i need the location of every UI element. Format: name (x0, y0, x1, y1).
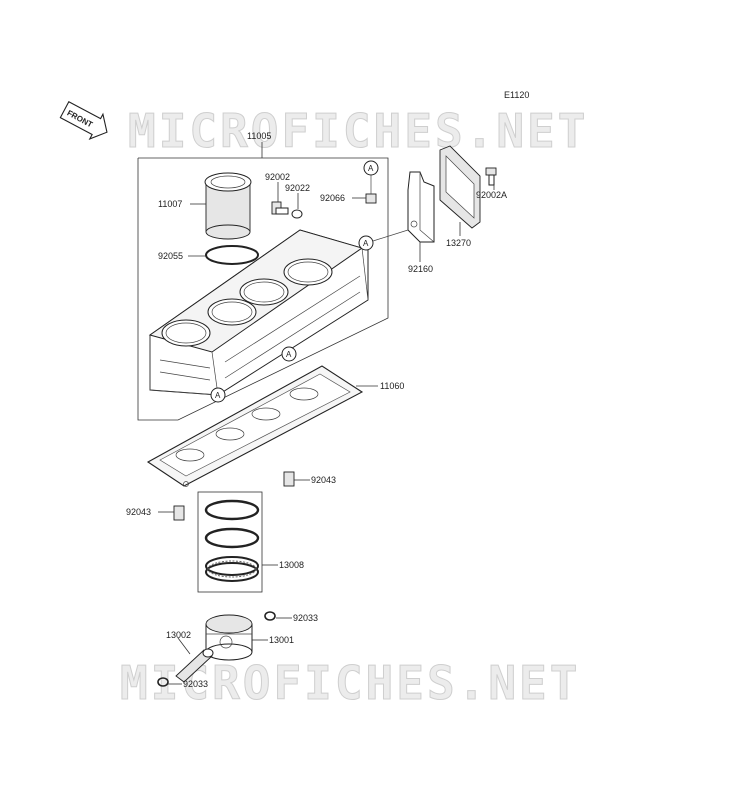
label-92022: 92022 (285, 183, 310, 193)
leader-13002 (177, 637, 191, 655)
o-ring (205, 245, 259, 265)
second-ring (204, 527, 260, 549)
cover-plate (439, 145, 481, 229)
base-gasket (146, 365, 364, 487)
washer (291, 209, 303, 219)
cylinder-block (148, 229, 369, 396)
label-13001: 13001 (269, 635, 294, 645)
bolt (271, 201, 289, 215)
label-92033-1: 92033 (293, 613, 318, 623)
dowel-pin-2 (173, 505, 185, 521)
top-ring (204, 499, 260, 521)
ref-marker-a-1-label: A (368, 164, 374, 173)
label-92160: 92160 (408, 264, 433, 274)
label-92002A: 92002A (476, 190, 507, 200)
diagram-code: E1120 (504, 90, 529, 100)
assembly-frame (137, 157, 389, 421)
label-11060: 11060 (380, 381, 404, 391)
label-92043-1: 92043 (311, 475, 336, 485)
dowel-pin-1 (283, 471, 295, 487)
label-92002: 92002 (265, 172, 290, 182)
watermark-top: MICROFICHES.NET (127, 104, 589, 159)
piston (205, 614, 253, 661)
label-11007: 11007 (158, 199, 182, 209)
ring-set-frame (197, 491, 263, 593)
bracket (407, 171, 435, 243)
piston-pin-clip-2 (157, 677, 169, 687)
ref-marker-a-2 (281, 346, 297, 362)
oil-ring (205, 556, 259, 582)
ref-marker-a-3 (210, 387, 226, 403)
front-arrow-icon: FRONT (59, 100, 108, 140)
label-92066: 92066 (320, 193, 345, 203)
label-92055: 92055 (158, 251, 183, 261)
ref-marker-a-4 (358, 235, 374, 251)
label-13002: 13002 (166, 630, 191, 640)
plug (365, 193, 377, 204)
ref-marker-a-3-label: A (215, 391, 221, 400)
bolt-92002a (485, 167, 497, 186)
label-92033-2: 92033 (183, 679, 208, 689)
ref-marker-a-4-label: A (363, 239, 369, 248)
label-11005: 11005 (247, 131, 271, 141)
piston-pin (175, 648, 214, 683)
cylinder-sleeve (204, 172, 252, 240)
label-92043-2: 92043 (126, 507, 151, 517)
piston-pin-clip-1 (264, 611, 276, 621)
label-13008: 13008 (279, 560, 304, 570)
ref-marker-a-2-label: A (286, 350, 292, 359)
label-13270: 13270 (446, 238, 471, 248)
